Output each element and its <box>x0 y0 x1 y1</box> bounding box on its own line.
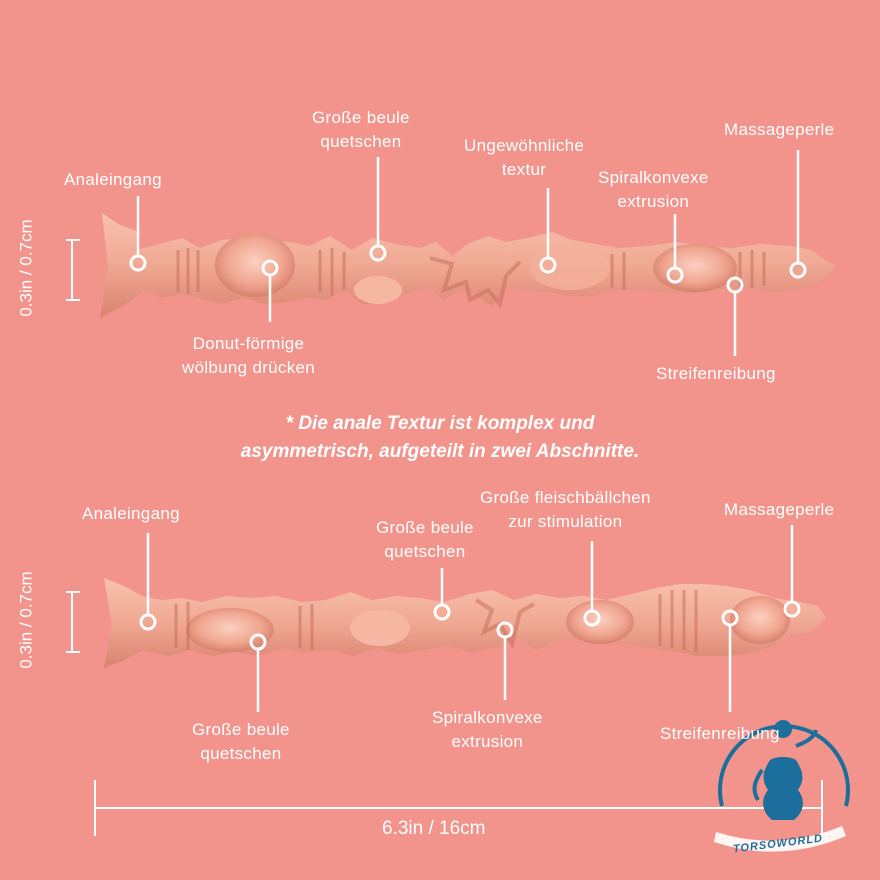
label-massage-bead: Massageperle <box>724 120 835 139</box>
top-callout-lines <box>136 150 800 356</box>
top-thickness-label: 0.3in / 0.7cm <box>16 219 36 317</box>
marker-anal-entrance-b <box>139 613 157 631</box>
marker-big-bump <box>369 244 387 262</box>
top-texture-image <box>100 213 836 318</box>
bottom-thickness-bracket <box>66 591 80 653</box>
label-massage-bead-b: Massageperle <box>724 500 835 519</box>
marker-massage-bead-b <box>783 600 801 618</box>
bottom-callout-points <box>139 600 801 651</box>
top-thickness-bracket <box>66 239 80 301</box>
marker-meatballs <box>583 609 601 627</box>
marker-stripe-friction <box>726 276 744 294</box>
length-bracket <box>94 780 823 836</box>
top-callout-points <box>129 244 807 294</box>
marker-stripe-friction-b <box>721 609 739 627</box>
marker-spiral-extrusion-b <box>496 621 514 639</box>
marker-spiral-extrusion <box>666 266 684 284</box>
marker-unusual-texture <box>539 256 557 274</box>
label-stripe-friction: Streifenreibung <box>656 364 776 383</box>
figure-body-icon <box>763 757 803 820</box>
label-anal-entrance-b: Analeingang <box>82 504 180 523</box>
bottom-texture-image <box>104 578 826 668</box>
length-label: 6.3in / 16cm <box>382 818 486 839</box>
bottom-callout-lines <box>146 525 794 712</box>
marker-big-bump-bottom <box>249 633 267 651</box>
label-stripe-friction-b: Streifenreibung <box>660 724 780 743</box>
marker-massage-bead <box>789 261 807 279</box>
figure-head-icon <box>774 720 793 738</box>
torsoworld-logo <box>714 720 850 852</box>
marker-big-bump-top <box>433 603 451 621</box>
marker-anal-entrance <box>129 254 147 272</box>
marker-donut-bulge <box>261 259 279 277</box>
label-anal-entrance: Analeingang <box>64 170 162 189</box>
bottom-thickness-label: 0.3in / 0.7cm <box>16 571 36 669</box>
